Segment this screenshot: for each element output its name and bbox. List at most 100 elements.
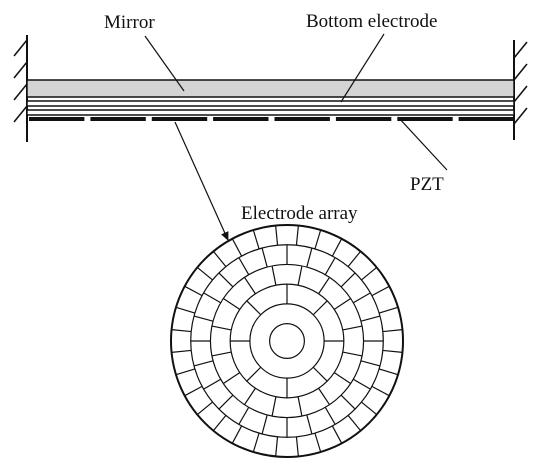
electrode-array-label: Electrode array — [241, 203, 358, 224]
electrode-array-divider — [353, 378, 371, 390]
pzt-electrode-segment — [29, 117, 85, 121]
electrode-array-divider — [275, 436, 279, 457]
electrode-array-divider — [203, 292, 221, 304]
bottom-electrode-layer — [26, 100, 515, 107]
electrode-array-divider — [184, 385, 203, 397]
electrode-array-divider — [333, 372, 351, 385]
electrode-array-divider — [331, 238, 343, 257]
electrode-array-divider — [360, 315, 381, 322]
left-fixed-support — [13, 35, 28, 142]
left-support-hatch-3 — [13, 105, 28, 123]
electrode-array-divider — [318, 277, 331, 295]
electrode-array-divider — [342, 325, 363, 331]
right-support-hatch-2 — [513, 85, 528, 103]
electrode-array-divider — [246, 300, 262, 316]
pzt-electrode-segment — [458, 117, 514, 121]
electrode-array-divider — [306, 414, 313, 435]
right-support-hatch-3 — [513, 107, 528, 125]
electrode-array-arrow — [174, 121, 229, 241]
electrode-array-divider — [333, 297, 351, 310]
electrode-array-divider — [295, 436, 299, 457]
electrode-array-divider — [238, 407, 250, 425]
electrode-array-divider — [378, 368, 399, 376]
electrode-array-divider — [331, 425, 343, 444]
electrode-array-divider — [243, 387, 256, 405]
mirror-layer — [26, 79, 515, 98]
electrode-array-divider — [271, 265, 277, 286]
electrode-array-divider — [361, 266, 378, 281]
pzt-layer — [26, 109, 515, 116]
electrode-array-ring — [170, 224, 404, 458]
pzt-electrode-segment — [151, 117, 208, 121]
electrode-array-divider — [324, 257, 336, 275]
electrode-array-divider — [171, 329, 192, 333]
electrode-array-divider — [223, 297, 241, 310]
electrode-array-divider — [246, 366, 262, 382]
right-support-hatch-1 — [513, 63, 528, 81]
electrode-array-divider — [261, 414, 268, 435]
electrode-array-divider — [318, 387, 331, 405]
mirror-label: Mirror — [104, 12, 155, 33]
electrode-array-divider — [382, 349, 403, 353]
bottom-electrode-leader-line — [340, 33, 385, 103]
electrode-array-divider — [223, 372, 241, 385]
electrode-array-divider — [175, 368, 196, 376]
electrode-array-divider — [231, 238, 243, 257]
electrode-array-divider — [295, 225, 299, 246]
electrode-array-divider — [212, 415, 227, 432]
mirror-leader-line — [144, 35, 185, 92]
electrode-array-ring — [249, 303, 325, 379]
electrode-array-divider — [196, 401, 213, 416]
pzt-label: PZT — [410, 174, 444, 195]
electrode-array-diagram — [170, 224, 404, 458]
electrode-array-divider — [371, 385, 390, 397]
electrode-array-divider — [218, 272, 234, 288]
electrode-array-divider — [212, 250, 227, 267]
electrode-array-divider — [203, 378, 221, 390]
pzt-leader-line — [397, 116, 448, 171]
electrode-array-center-circle — [269, 323, 306, 360]
right-support-hatch-0 — [513, 41, 528, 59]
electrode-array-divider — [340, 272, 356, 288]
electrode-array-divider — [196, 266, 213, 281]
electrode-array-divider — [378, 306, 399, 314]
electrode-array-divider — [252, 229, 260, 250]
left-support-hatch-0 — [13, 39, 28, 57]
electrode-array-divider — [382, 329, 403, 333]
electrode-array-divider — [171, 349, 192, 353]
left-support-hatch-2 — [13, 83, 28, 101]
electrode-array-divider — [347, 415, 362, 432]
electrode-array-divider — [193, 315, 214, 322]
electrode-array-divider — [252, 432, 260, 453]
electrode-array-divider — [175, 306, 196, 314]
electrode-array-divider — [353, 292, 371, 304]
electrode-array-divider — [243, 277, 256, 295]
electrode-array-divider — [297, 265, 303, 286]
electrode-array-divider — [297, 396, 303, 417]
electrode-array-divider — [371, 285, 390, 297]
electrode-array-divider — [261, 247, 268, 268]
electrode-array-divider — [360, 360, 381, 367]
electrode-array-divider — [312, 366, 328, 382]
electrode-array-divider — [271, 396, 277, 417]
pzt-electrode-segment — [213, 117, 269, 121]
electrode-array-divider — [306, 247, 313, 268]
left-support-hatch-1 — [13, 61, 28, 79]
right-fixed-support — [513, 40, 528, 140]
pzt-electrode-segment — [274, 117, 330, 121]
electrode-array-divider — [314, 432, 322, 453]
electrode-array-divider — [211, 351, 232, 357]
electrode-array-divider — [314, 229, 322, 250]
electrode-array-divider — [231, 425, 243, 444]
pzt-electrode-segment — [397, 117, 453, 121]
electrode-array-divider — [275, 225, 279, 246]
electrode-array-divider — [361, 401, 378, 416]
pzt-electrode-segments — [29, 117, 514, 121]
electrode-array-divider — [312, 300, 328, 316]
pzt-electrode-segment — [335, 117, 392, 121]
electrode-array-divider — [342, 351, 363, 357]
pzt-electrode-segment — [90, 117, 146, 121]
electrode-array-divider — [340, 394, 356, 410]
electrode-array-divider — [324, 407, 336, 425]
